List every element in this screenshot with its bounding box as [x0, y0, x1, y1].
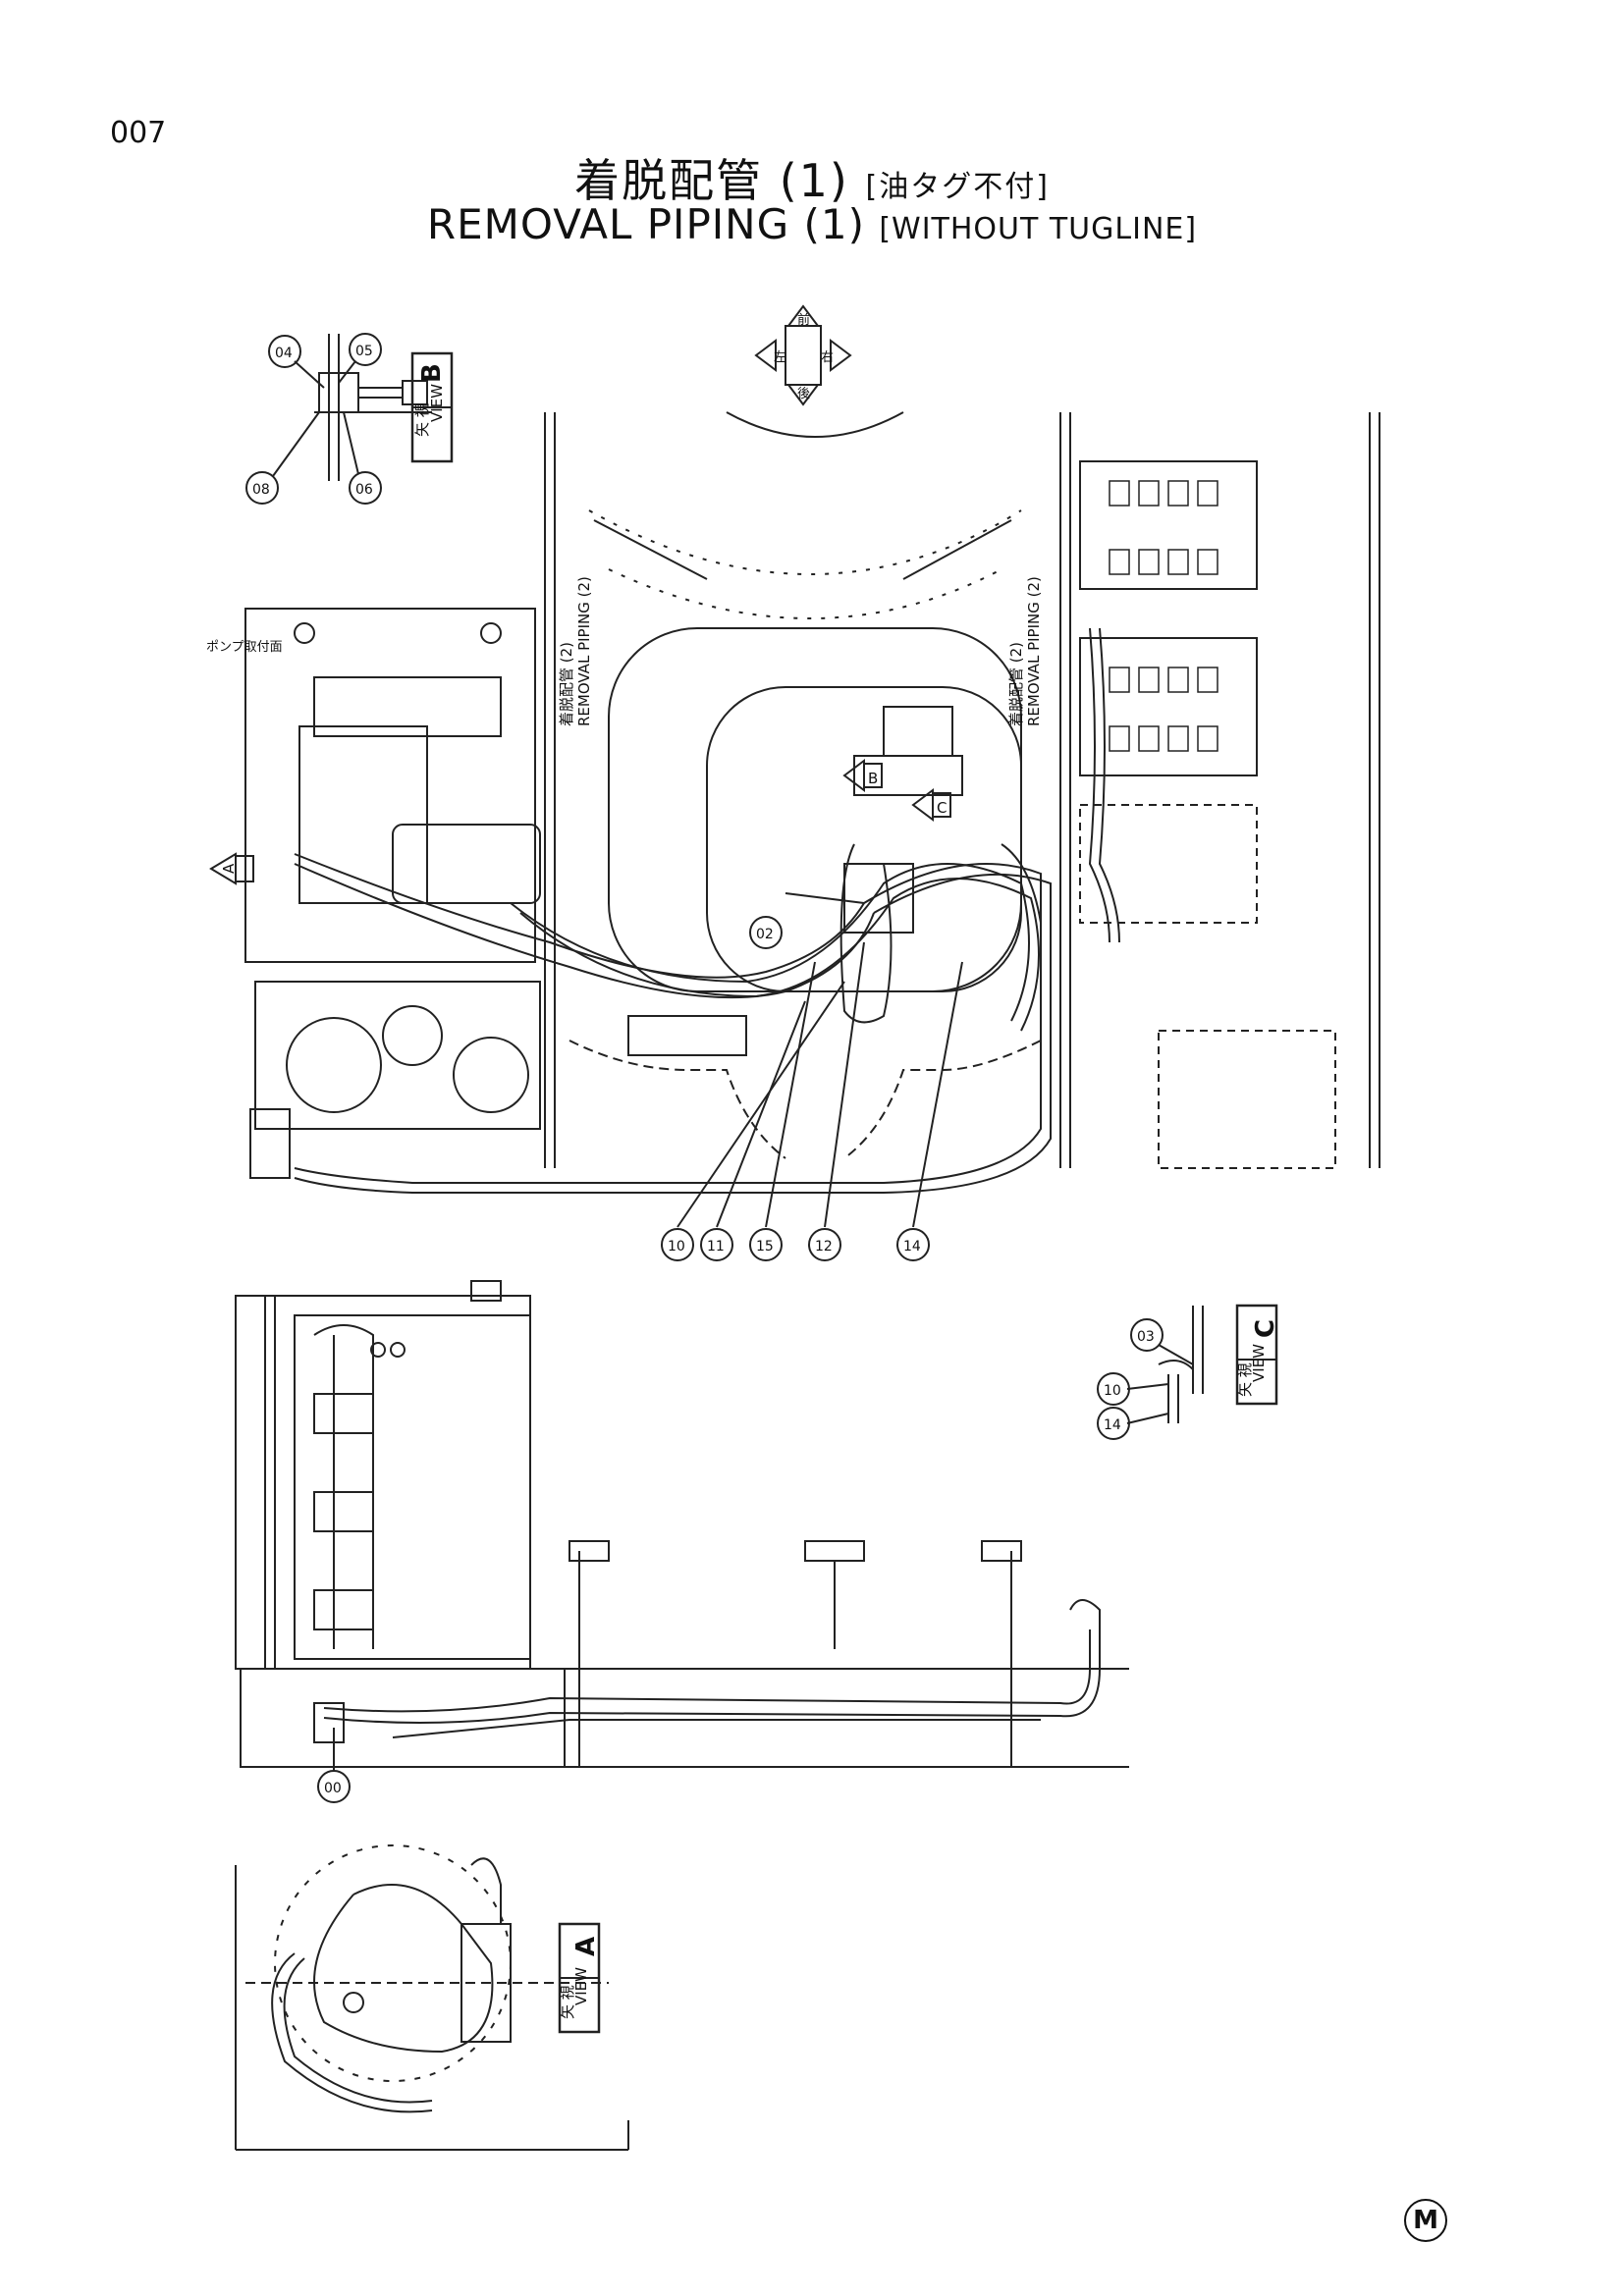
view-b-group: B VIEW 矢 視: [314, 334, 454, 481]
callout-00-text: 00: [324, 1781, 342, 1796]
callout-11-text: 11: [707, 1239, 725, 1255]
callout-05: [349, 333, 382, 366]
callout-05-text: 05: [355, 344, 373, 359]
callout-11: [700, 1228, 733, 1261]
compass-front: 前: [797, 312, 810, 328]
title-english: REMOVAL PIPING (1) [WITHOUT TUGLINE]: [0, 200, 1624, 248]
manufacturer-mark: M: [1404, 2199, 1447, 2242]
view-c-en: VIEW: [1250, 1344, 1268, 1382]
view-arrow-c-text: C: [937, 799, 947, 817]
callout-10: [661, 1228, 694, 1261]
callouts-view-b: 04 05 08 06: [245, 333, 382, 505]
view-c-letter: C: [1251, 1319, 1280, 1338]
callout-14-text: 14: [903, 1239, 921, 1255]
callout-06: [349, 471, 382, 505]
callout-14: [896, 1228, 930, 1261]
side-view: 00: [235, 1280, 1129, 1803]
title-en-main: REMOVAL PIPING (1): [426, 200, 865, 248]
view-a-group: A VIEW 矢 視: [235, 1844, 629, 2151]
page-number: 007: [110, 116, 167, 150]
view-arrow-b-text: B: [868, 770, 878, 787]
view-c-jp: 矢 視: [1236, 1362, 1254, 1397]
callout-12-text: 12: [815, 1239, 833, 1255]
view-b-letter: B: [417, 363, 447, 383]
removal-left-en: REMOVAL PIPING (2): [575, 576, 593, 726]
view-a-jp: 矢 視: [559, 1985, 576, 2019]
callout-12: [808, 1228, 841, 1261]
callout-03-text: 03: [1137, 1329, 1155, 1345]
callout-10c-text: 10: [1104, 1383, 1121, 1399]
callout-08-text: 08: [252, 482, 270, 498]
title-jp-sub: [油タグ不付]: [865, 170, 1050, 204]
title-en-sub: [WITHOUT TUGLINE]: [879, 212, 1198, 246]
callout-14c-text: 14: [1104, 1417, 1121, 1433]
title-japanese: 着脱配管 (1) [油タグ不付]: [0, 145, 1624, 210]
callout-02-text: 02: [756, 927, 774, 942]
callout-03: [1130, 1318, 1164, 1352]
callout-04-text: 04: [275, 346, 293, 361]
callout-15: [749, 1228, 783, 1261]
removal-piping-right: 着脱配管 (2) REMOVAL PIPING (2): [1007, 576, 1043, 726]
pump-mount-label: ポンプ取付面: [206, 640, 283, 655]
removal-right-jp: 着脱配管 (2): [1007, 642, 1025, 726]
callout-08: [245, 471, 279, 505]
callouts-main: 02 10 11 15 12 14: [661, 916, 930, 1261]
compass-rose: 前 左 右 後: [754, 304, 852, 406]
view-a-en: VIEW: [572, 1967, 590, 2005]
callout-02: [749, 916, 783, 949]
title-jp-main: 着脱配管 (1): [574, 154, 849, 207]
view-a-letter: A: [571, 1937, 601, 1956]
view-arrow-a-text: A: [220, 863, 238, 874]
main-plan-view: [209, 411, 1380, 1228]
compass-rear: 後: [797, 387, 810, 401]
view-b-jp: 矢 視: [413, 402, 431, 437]
compass-right: 右: [821, 350, 834, 365]
callout-10-text: 10: [668, 1239, 685, 1255]
callout-15-text: 15: [756, 1239, 774, 1255]
view-b-en: VIEW: [428, 384, 446, 422]
compass-left: 左: [774, 350, 786, 365]
view-c-group: C VIEW 矢 視 03 10 14: [1097, 1304, 1280, 1440]
callout-04: [268, 335, 301, 368]
removal-right-en: REMOVAL PIPING (2): [1025, 576, 1043, 726]
removal-left-jp: 着脱配管 (2): [558, 642, 575, 726]
callout-06-text: 06: [355, 482, 373, 498]
removal-piping-left: 着脱配管 (2) REMOVAL PIPING (2): [558, 576, 593, 726]
